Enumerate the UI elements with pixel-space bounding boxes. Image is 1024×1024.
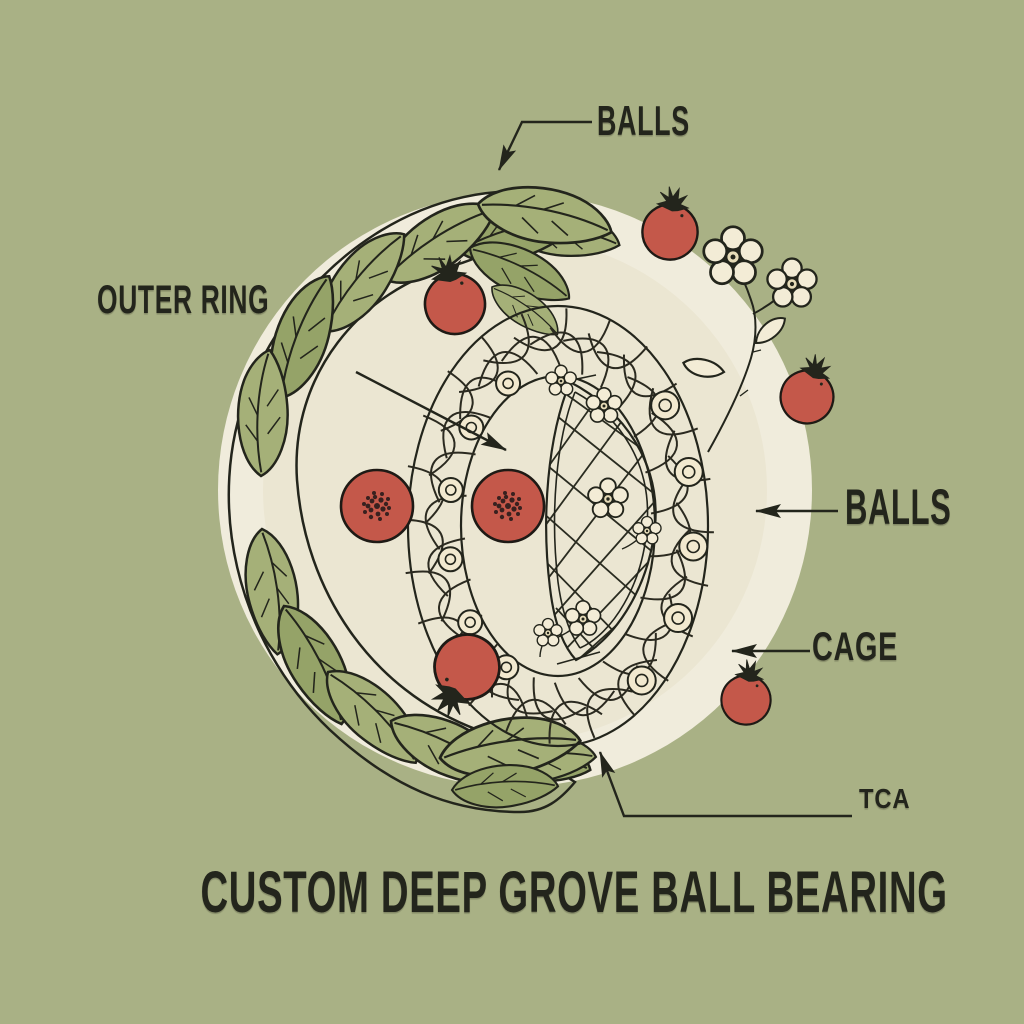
caption-title-text: CUSTOM DEEP GROVE BALL BEARING bbox=[200, 860, 948, 925]
cage-lattice bbox=[533, 364, 662, 665]
label-tca: TCA bbox=[859, 783, 911, 814]
outer-ring-leaf-wreath bbox=[227, 173, 625, 814]
leader-arrows bbox=[355, 120, 852, 818]
braid-curls bbox=[437, 370, 709, 696]
label-balls-top: BALLS bbox=[597, 97, 690, 144]
outer-ring-arrow bbox=[355, 370, 507, 452]
flower-sprig bbox=[680, 225, 818, 453]
caption-title: CUSTOM DEEP GROVE BALL BEARING bbox=[8, 864, 1024, 922]
label-balls-right: BALLS bbox=[845, 479, 952, 535]
tomato-cross-section-left bbox=[341, 470, 413, 542]
balls-top-arrow bbox=[497, 120, 592, 171]
label-outer-ring: OUTER RING bbox=[97, 278, 270, 322]
tca-arrow bbox=[598, 751, 852, 818]
label-cage: CAGE bbox=[812, 625, 899, 669]
tomato-cross-section-right bbox=[472, 470, 544, 542]
braided-rope-ring bbox=[402, 304, 714, 748]
